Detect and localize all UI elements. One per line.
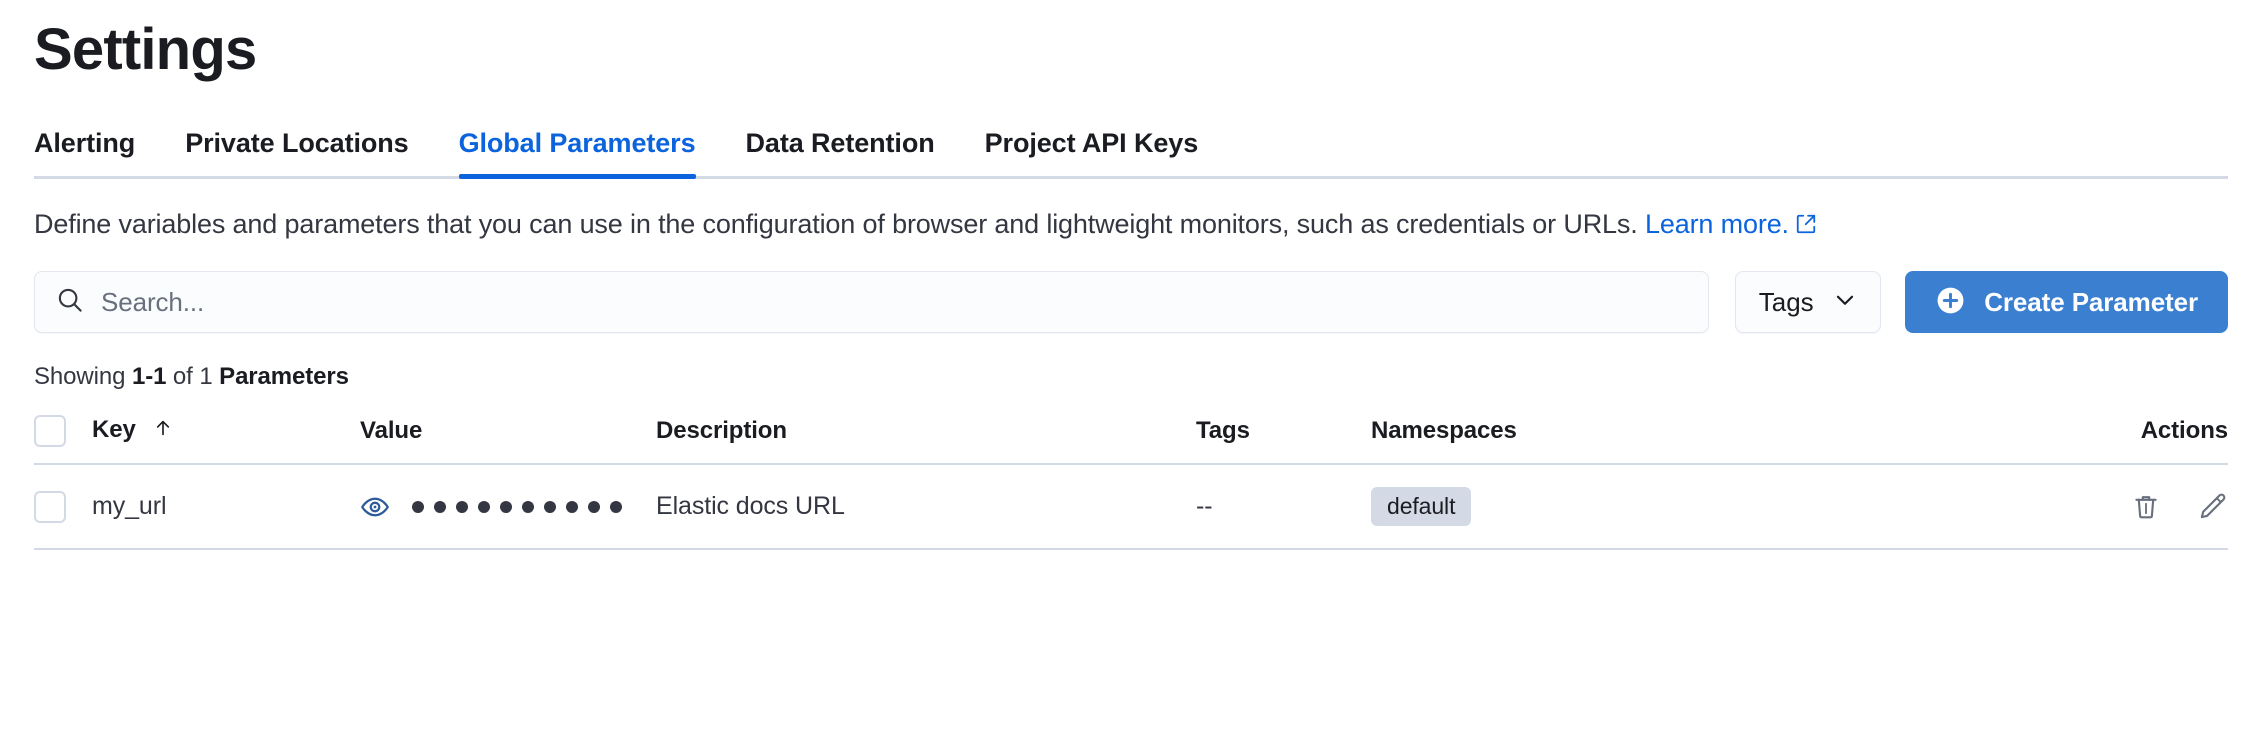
page-title: Settings	[34, 17, 257, 82]
table-header-row: Key Value Description Tags Namespaces Ac…	[34, 407, 2228, 466]
search-box[interactable]: Search...	[34, 271, 1710, 334]
tags-filter-label: Tags	[1758, 286, 1814, 317]
table-header: Key Value Description Tags Namespaces Ac…	[34, 407, 2228, 466]
row-namespaces-cell: default	[1371, 464, 1891, 551]
tab-project-api-keys[interactable]: Project API Keys	[984, 127, 1199, 158]
header-key[interactable]: Key	[92, 407, 360, 466]
header-actions: Actions	[1891, 407, 2228, 466]
row-tags-cell: --	[1196, 464, 1371, 551]
tags-filter-button[interactable]: Tags	[1735, 271, 1882, 334]
showing-total: 1	[199, 363, 213, 391]
chevron-down-icon	[1832, 287, 1858, 318]
showing-range: 1-1	[131, 363, 167, 391]
table-body: my_url	[34, 464, 2228, 551]
header-namespaces: Namespaces	[1371, 407, 1891, 466]
tab-alerting[interactable]: Alerting	[34, 127, 136, 158]
header-select-all	[34, 407, 92, 466]
tab-data-retention[interactable]: Data Retention	[745, 127, 935, 158]
settings-tabs: Alerting Private Locations Global Parame…	[34, 117, 2228, 179]
tab-private-locations[interactable]: Private Locations	[185, 127, 409, 158]
header-description: Description	[656, 407, 1196, 466]
header-namespaces-label: Namespaces	[1371, 417, 1517, 445]
arrow-up-icon	[152, 417, 174, 446]
header-actions-label: Actions	[2140, 417, 2228, 445]
learn-more-link[interactable]: Learn more.	[1645, 209, 1817, 239]
row-value-cell	[360, 464, 656, 551]
showing-of: of	[172, 363, 193, 391]
tab-global-parameters[interactable]: Global Parameters	[458, 128, 696, 179]
search-input[interactable]: Search...	[101, 286, 205, 317]
showing-prefix: Showing	[34, 363, 126, 391]
results-count: Showing 1-1 of 1 Parameters	[34, 363, 2228, 391]
row-actions-cell	[1891, 464, 2228, 551]
search-icon	[55, 285, 85, 320]
showing-entity: Parameters	[219, 363, 349, 391]
row-checkbox[interactable]	[34, 490, 66, 523]
row-select-cell	[34, 464, 92, 551]
header-description-label: Description	[656, 417, 787, 445]
namespace-badge: default	[1371, 487, 1472, 527]
learn-more-label: Learn more.	[1644, 208, 1789, 239]
header-value: Value	[360, 407, 656, 466]
toolbar: Search... Tags Create Parameter	[34, 271, 2228, 334]
external-link-icon	[1795, 209, 1817, 243]
row-description-cell: Elastic docs URL	[656, 464, 1196, 551]
plus-circle-icon	[1935, 285, 1966, 319]
create-parameter-label: Create Parameter	[1984, 286, 2198, 317]
header-tags: Tags	[1196, 407, 1371, 466]
create-parameter-button[interactable]: Create Parameter	[1905, 271, 2228, 334]
header-key-label: Key	[92, 416, 136, 444]
table-row[interactable]: my_url	[34, 464, 2228, 551]
pencil-icon[interactable]	[2196, 491, 2228, 523]
header-value-label: Value	[360, 417, 423, 445]
parameters-table: Key Value Description Tags Namespaces Ac…	[34, 407, 2228, 551]
select-all-checkbox[interactable]	[34, 415, 66, 448]
description-text: Define variables and parameters that you…	[34, 208, 1638, 239]
header-tags-label: Tags	[1196, 417, 1250, 445]
page-description: Define variables and parameters that you…	[34, 207, 2228, 243]
trash-icon[interactable]	[2130, 491, 2162, 523]
eye-icon[interactable]	[360, 492, 390, 522]
masked-value	[412, 500, 622, 513]
row-key-cell: my_url	[92, 464, 360, 551]
